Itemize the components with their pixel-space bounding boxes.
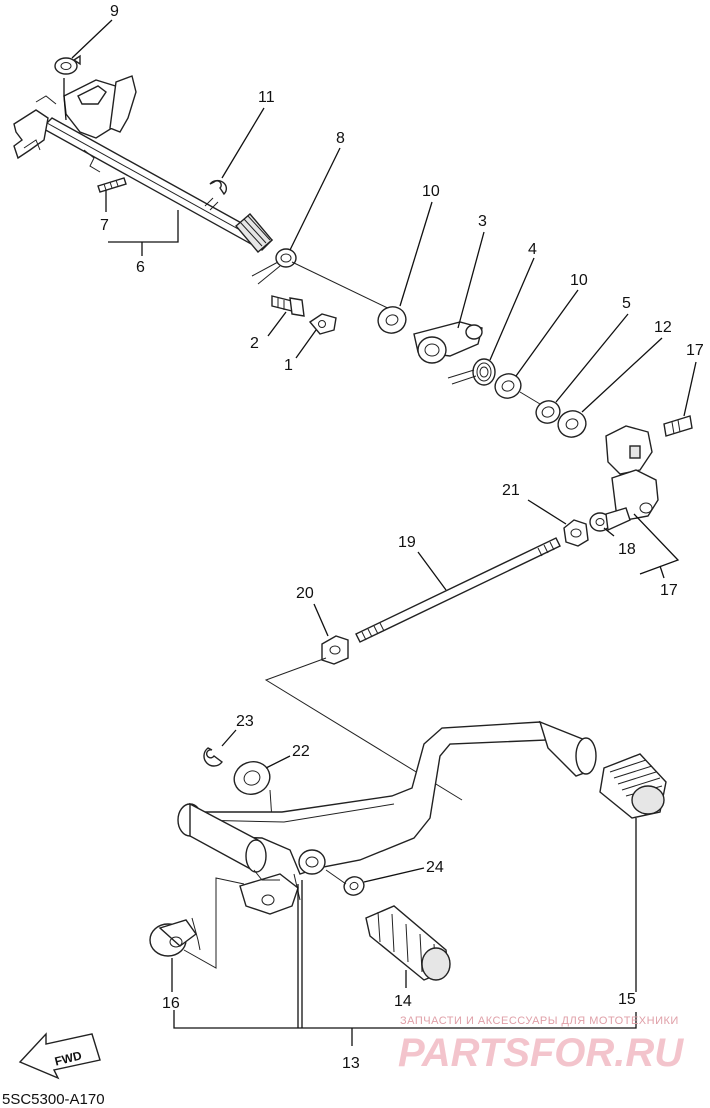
- callout-11: 12: [654, 319, 672, 336]
- circlip-9: [54, 54, 81, 75]
- washer-11: [557, 410, 587, 438]
- callout-6: 6: [136, 259, 145, 276]
- washer-25: [343, 876, 365, 896]
- callout-19: 18: [618, 541, 636, 558]
- callout-14: 14: [394, 993, 412, 1010]
- callout-2: 2: [250, 335, 259, 352]
- callout-4: 4: [528, 241, 537, 258]
- screw-7: [97, 177, 127, 193]
- drawing-code: 5SC5300-A170: [2, 1091, 105, 1108]
- bolt-2: [271, 295, 305, 317]
- callout-20: 19: [398, 534, 416, 551]
- rubber-15: [599, 753, 667, 819]
- callout-18: 17: [660, 582, 678, 599]
- callout-10-a: 10: [422, 183, 440, 200]
- callout-5: 5: [622, 295, 631, 312]
- clip-24: [203, 747, 223, 767]
- leader-lines: [63, 19, 697, 1046]
- watermark-brand: PARTSFOR.RU: [398, 1031, 684, 1075]
- callout-22: 21: [502, 482, 520, 499]
- watermark: ЗАПЧАСТИ И АКСЕССУАРЫ ДЛЯ МОТОТЕХНИКИ PA…: [398, 1015, 684, 1075]
- callout-numbers: 9 11 8 10 3 4 10 5 12 17 7 6 2 1 21 18 1…: [100, 3, 704, 1072]
- arm-18: [605, 425, 659, 521]
- bolt-17: [663, 415, 693, 437]
- tie-rod-20: [355, 537, 561, 643]
- watermark-tagline: ЗАПЧАСТИ И АКСЕССУАРЫ ДЛЯ МОТОТЕХНИКИ: [400, 1015, 679, 1027]
- callout-15: 15: [618, 991, 636, 1008]
- fwd-label: FWD: [53, 1048, 83, 1068]
- callout-1: 1: [284, 357, 293, 374]
- callout-10-b: 10: [570, 272, 588, 289]
- callout-23: 22: [292, 743, 310, 760]
- callout-3: 3: [478, 213, 487, 230]
- callout-9: 9: [110, 3, 119, 20]
- callout-12: 11: [258, 89, 275, 106]
- callout-13: 13: [342, 1055, 360, 1072]
- washer-10-a: [377, 306, 407, 334]
- bushing-16: [149, 919, 197, 957]
- rubber-14: [365, 905, 451, 981]
- callout-24: 23: [236, 713, 254, 730]
- washer-23: [233, 761, 271, 795]
- rod-end-19: [589, 507, 631, 532]
- nut-21: [321, 635, 349, 665]
- callout-7: 7: [100, 217, 109, 234]
- spring-8: [251, 248, 297, 285]
- shift-shaft: [13, 75, 274, 253]
- callout-16: 16: [162, 995, 180, 1012]
- spring-4: [447, 358, 496, 386]
- lever-3: [413, 321, 483, 364]
- circlip-12: [209, 179, 228, 196]
- callout-17: 17: [686, 342, 704, 359]
- fwd-direction-badge: FWD: [18, 1032, 101, 1080]
- plate-1: [308, 313, 337, 335]
- washer-5: [535, 400, 561, 424]
- callout-8: 8: [336, 130, 345, 147]
- callout-25: 24: [426, 859, 444, 876]
- callout-21: 20: [296, 585, 314, 602]
- nut-22: [563, 519, 589, 547]
- shift-pedal-13: [177, 720, 597, 915]
- washer-10-b: [494, 373, 522, 399]
